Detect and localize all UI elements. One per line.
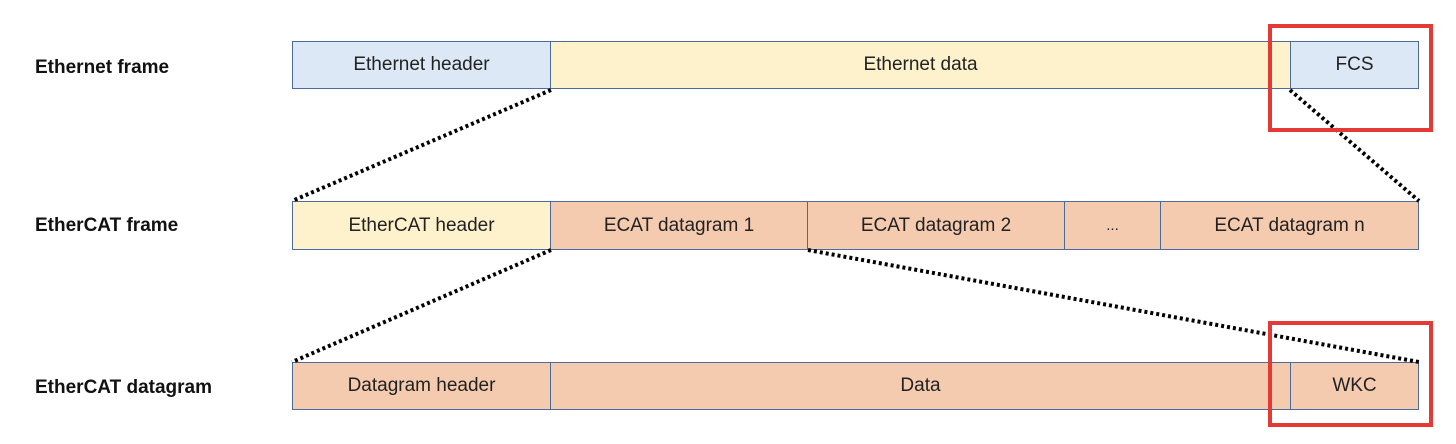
segment-data: Data [550, 362, 1291, 410]
connector-datagram-left [291, 248, 552, 364]
connector-ethernet-data-left [291, 88, 552, 203]
connector-datagram-right [807, 248, 1420, 364]
segment-ecat-datagram-2: ECAT datagram 2 [807, 201, 1065, 250]
segment-ethernet-header: Ethernet header [292, 41, 551, 89]
segment-datagram-header: Datagram header [292, 362, 551, 410]
segment-ethercat-header: EtherCAT header [292, 201, 551, 250]
row-label-ethercat-datagram: EtherCAT datagram [35, 377, 213, 398]
segment-ellipsis: ... [1064, 201, 1161, 250]
segment-wkc: WKC [1290, 362, 1419, 410]
connector-ethernet-data-right [1288, 88, 1421, 203]
segment-ecat-datagram-n: ECAT datagram n [1160, 201, 1419, 250]
segment-ecat-datagram-1: ECAT datagram 1 [550, 201, 808, 250]
segment-fcs: FCS [1290, 41, 1419, 89]
row-label-ethernet-frame: Ethernet frame [35, 57, 170, 78]
segment-ethernet-data: Ethernet data [550, 41, 1291, 89]
row-label-ethercat-frame: EtherCAT frame [35, 215, 179, 236]
